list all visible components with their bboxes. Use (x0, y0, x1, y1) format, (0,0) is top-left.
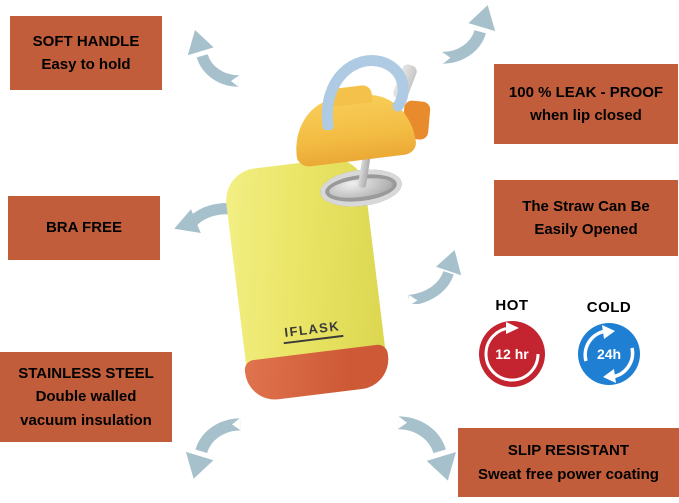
callout-stainless-steel-title: STAINLESS STEEL (18, 365, 154, 383)
callout-stainless-steel-line2: Double walled (35, 388, 137, 406)
hot-duration: 12 hr (495, 346, 529, 362)
callout-slip-resistant-title: SLIP RESISTANT (507, 442, 630, 460)
callout-straw-open-title: The Straw Can Be (522, 197, 650, 215)
callout-soft-handle-title: SOFT HANDLE (32, 32, 140, 50)
cold-duration: 24h (596, 346, 622, 362)
arrow-slip-resistant-icon (397, 416, 456, 481)
hot-rotation-arrow-icon (484, 322, 540, 382)
cold-badge: COLD 24h (576, 299, 642, 385)
brand-label-wrap: IFLASK (242, 312, 383, 349)
arrow-straw-open-icon (408, 250, 462, 304)
hot-circle: 12 hr (479, 321, 545, 387)
callout-soft-handle-subtitle: Easy to hold (41, 56, 131, 73)
bottle-base-sleeve (243, 343, 392, 403)
callout-bpa-free: BRA FREE (8, 196, 160, 260)
hot-label: HOT (495, 297, 529, 314)
hot-badge: HOT 12 hr (478, 297, 546, 387)
callout-leak-proof-title: 100 % LEAK - PROOF (508, 83, 664, 101)
callout-slip-resistant-subtitle: Sweat free power coating (478, 465, 659, 483)
callout-soft-handle: SOFT HANDLE Easy to hold (10, 16, 162, 90)
callout-bpa-free-title: BRA FREE (45, 219, 123, 237)
brand-label: IFLASK (281, 318, 344, 345)
callout-stainless-steel-line3: vacuum insulation (20, 411, 152, 429)
arrow-soft-handle-icon (187, 30, 240, 87)
arrow-stainless-steel-icon (185, 418, 241, 479)
callout-leak-proof: 100 % LEAK - PROOF when lip closed (494, 64, 678, 144)
cold-circle: 24h (578, 323, 640, 385)
arrow-leak-proof-icon (442, 5, 496, 64)
bottle-image: IFLASK (212, 48, 462, 403)
callout-leak-proof-subtitle: when lip closed (530, 107, 642, 124)
strap-handle (321, 55, 409, 130)
callout-straw-open-subtitle: Easily Opened (534, 221, 638, 238)
cold-rotation-arrows-icon (583, 325, 635, 383)
callout-stainless-steel: STAINLESS STEEL Double walled vacuum ins… (0, 352, 172, 442)
callout-slip-resistant: SLIP RESISTANT Sweat free power coating (458, 428, 679, 497)
callout-straw-open: The Straw Can Be Easily Opened (494, 180, 678, 256)
cold-label: COLD (586, 299, 632, 316)
